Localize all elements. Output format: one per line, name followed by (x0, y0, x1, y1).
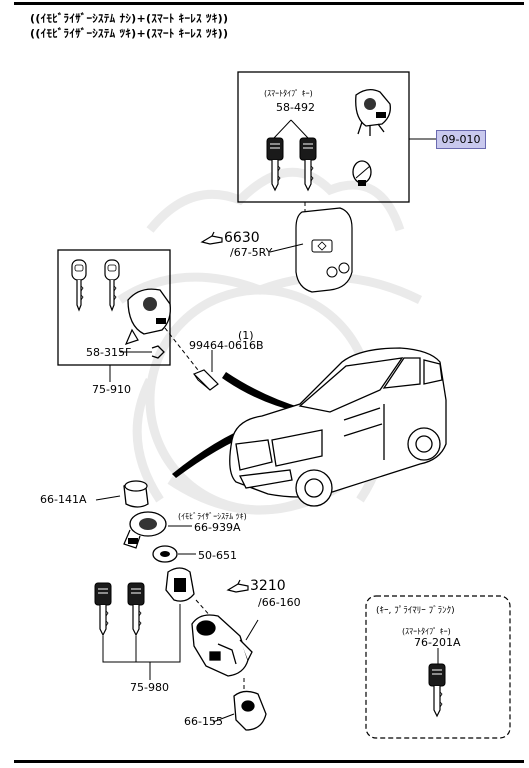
ring-switch-icon (152, 545, 178, 563)
label-smart-type-key: (ｽﾏｰﾄﾀｲﾌﾟ ｷｰ) (264, 89, 313, 98)
label-66-141a: 66-141A (40, 493, 87, 506)
primary-blank-box (365, 595, 511, 739)
label-3210: 3210 (250, 578, 286, 594)
top-rule (14, 2, 524, 5)
label-66-155: 66-155 (184, 715, 223, 728)
label-58-492: 58-492 (276, 101, 315, 114)
lock-cylinder-icon (124, 288, 171, 345)
label-smart-type-key-2: (ｽﾏｰﾄﾀｲﾌﾟ ｷｰ) (402, 627, 451, 636)
primary-blank-key-icon (428, 663, 446, 717)
smart-key-box (237, 71, 410, 203)
smart-module-icon (355, 88, 391, 136)
label-66-939a: 66-939A (194, 521, 241, 534)
hand-pointer-icon-3210 (226, 579, 249, 593)
immobilizer-coil-icon (123, 511, 167, 549)
cap-icon (123, 480, 149, 508)
key-75-980-b-icon (127, 582, 145, 636)
key-fob-icon (295, 207, 353, 293)
label-50-651: 50-651 (198, 549, 237, 562)
label-67-5ry: /67-5RY (230, 246, 273, 259)
header-line-1: ((ｲﾓﾋﾞﾗｲｻﾞｰｼｽﾃﾑ ﾅｼ)+(ｽﾏｰﾄ ｷｰﾚｽ ﾂｷ)) (30, 12, 229, 25)
small-spring-icon (151, 345, 165, 359)
label-key-primary-blank: (ｷｰ, ﾌﾟﾗｲﾏﾘｰ ﾌﾞﾗﾝｸ) (376, 606, 455, 616)
key-75-980-a-icon (94, 582, 112, 636)
blank-key-left-icon (71, 259, 87, 311)
header-line-2: ((ｲﾓﾋﾞﾗｲｻﾞｰｼｽﾃﾑ ﾂｷ)+(ｽﾏｰﾄ ｷｰﾚｽ ﾂｷ)) (30, 27, 229, 40)
label-6630: 6630 (224, 230, 260, 246)
bulb-icon (352, 160, 372, 186)
label-76-201a: 76-201A (414, 636, 461, 649)
label-immobilizer-note: (ｲﾓﾋﾞﾗｲｻﾞｰｼｽﾃﾑ ﾂｷ) (178, 512, 247, 521)
label-66-160: /66-160 (258, 596, 301, 609)
steering-lock-icon (191, 614, 253, 677)
label-58-315f: 58-315F (86, 346, 132, 359)
label-99464-0616b: 99464-0616B (189, 339, 264, 352)
swoop-arrow-upper (222, 372, 302, 412)
ref-09-010[interactable]: 09-010 (436, 130, 486, 149)
blank-key-right-icon (104, 259, 120, 311)
label-75-980: 75-980 (130, 681, 169, 694)
bolt-icon (192, 369, 219, 391)
bottom-rule (14, 760, 524, 763)
label-qty-1: (1) (238, 329, 254, 342)
transponder-icon (165, 567, 195, 602)
cylinder-body-icon (233, 690, 267, 731)
minivan-icon (229, 347, 447, 507)
label-75-910: 75-910 (92, 383, 131, 396)
hand-pointer-icon-6630 (200, 231, 223, 245)
